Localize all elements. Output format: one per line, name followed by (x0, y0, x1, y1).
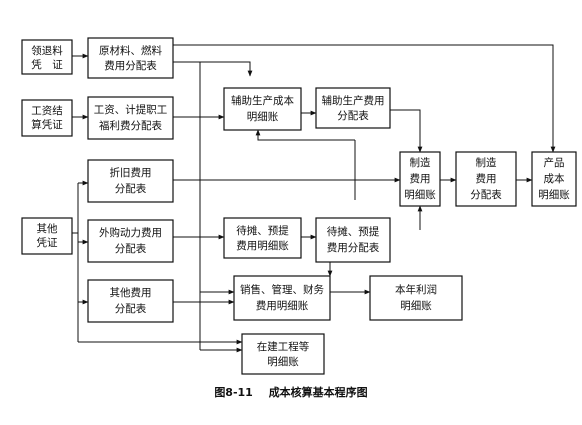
node-line: 算凭证 (31, 118, 63, 131)
node-aux-ledger: 辅助生产成本 明细账 (223, 87, 302, 131)
node-line: 在建工程等 (257, 340, 310, 353)
figure-title: 成本核算基本程序图 (268, 386, 368, 399)
node-line: 销售、管理、财务 (240, 283, 324, 296)
node-line: 待摊、预提 (327, 225, 380, 238)
node-line: 制造 (476, 156, 497, 169)
node-line: 福利费分配表 (99, 119, 162, 132)
node-line: 分配表 (115, 242, 147, 255)
node-material-alloc: 原材料、燃料 费用分配表 (87, 37, 174, 79)
node-line: 明细账 (538, 188, 570, 201)
node-line: 本年利润 (395, 283, 437, 296)
node-line: 费用分配表 (327, 241, 380, 254)
node-line: 费用明细账 (236, 239, 289, 252)
node-deferred-ledger: 待摊、预提 费用明细账 (223, 217, 302, 259)
node-product-ledger: 产品 成本 明细账 (531, 151, 577, 207)
figure-number: 图8-11 (214, 386, 253, 399)
node-line: 明细账 (267, 355, 299, 368)
node-line: 辅助生产费用 (322, 94, 385, 107)
node-line: 明细账 (400, 299, 432, 312)
node-line: 分配表 (115, 182, 147, 195)
node-line: 其他费用 (110, 286, 152, 299)
node-line: 费用 (476, 172, 497, 185)
node-line: 原材料、燃料 (99, 44, 162, 57)
node-mfg-alloc: 制造 费用 分配表 (455, 151, 517, 207)
node-line: 工资结 (31, 104, 63, 117)
node-line: 成本 (544, 172, 565, 185)
flow-edges (72, 44, 556, 353)
node-line: 制造 (410, 156, 431, 169)
node-line: 领退料 (31, 44, 63, 57)
node-period-ledger: 销售、管理、财务 费用明细账 (233, 275, 331, 321)
node-line: 凭证 (37, 236, 58, 249)
node-line: 费用 (410, 172, 431, 185)
node-wage-voucher: 工资结 算凭证 (21, 99, 73, 137)
node-deferred-alloc: 待摊、预提 费用分配表 (315, 217, 391, 263)
node-line: 明细账 (247, 110, 279, 123)
node-aux-alloc: 辅助生产费用 分配表 (315, 87, 391, 129)
node-material-voucher: 领退料 凭 证 (21, 39, 73, 75)
node-other-voucher: 其他 凭证 (21, 217, 73, 255)
node-depr-alloc: 折旧费用 分配表 (87, 159, 174, 203)
node-line: 折旧费用 (110, 166, 152, 179)
node-line: 其他 (37, 222, 58, 235)
node-line: 外购动力费用 (99, 226, 162, 239)
node-line: 分配表 (115, 302, 147, 315)
node-construction-ledger: 在建工程等 明细账 (241, 333, 325, 375)
node-line: 工资、计提职工 (94, 103, 168, 116)
node-line: 辅助生产成本 (231, 94, 294, 107)
node-line: 分配表 (470, 188, 502, 201)
node-line: 待摊、预提 (236, 224, 289, 237)
node-line: 费用分配表 (104, 59, 157, 72)
node-line: 明细账 (404, 188, 436, 201)
node-line: 费用明细账 (256, 299, 309, 312)
node-profit-ledger: 本年利润 明细账 (369, 275, 463, 321)
node-line: 凭 证 (31, 58, 63, 71)
node-mfg-ledger: 制造 费用 明细账 (399, 151, 441, 207)
figure-caption: 图8-11 成本核算基本程序图 (0, 384, 582, 400)
node-power-alloc: 外购动力费用 分配表 (87, 219, 174, 263)
node-line: 分配表 (337, 109, 369, 122)
node-wage-alloc: 工资、计提职工 福利费分配表 (87, 96, 174, 140)
node-other-alloc: 其他费用 分配表 (87, 279, 174, 323)
node-line: 产品 (544, 156, 565, 169)
